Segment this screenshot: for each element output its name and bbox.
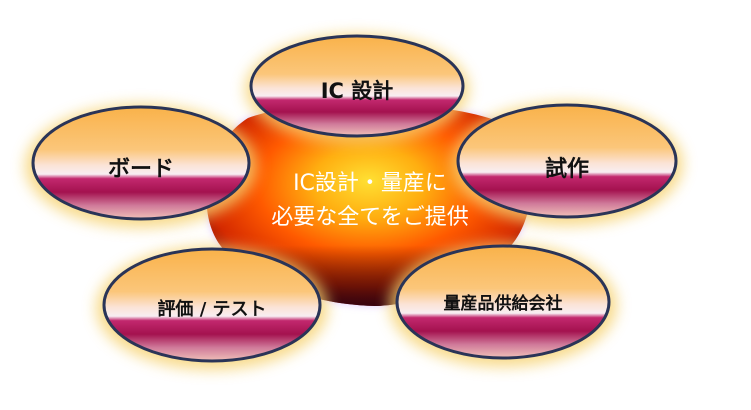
node-ic-design: IC 設計: [245, 34, 469, 144]
node-prototype-label: 試作: [545, 156, 589, 182]
node-mass-production-supplier-label: 量産品供給会社: [444, 293, 563, 314]
center-label-line-2: 必要な全てをご提供: [271, 205, 469, 230]
center-label: IC設計・量産に 必要な全てをご提供: [271, 171, 469, 230]
node-ic-design-label: IC 設計: [321, 79, 394, 103]
node-evaluation-test-label: 評価 / テスト: [157, 298, 266, 320]
center-label-line-1: IC設計・量産に: [293, 171, 447, 196]
node-mass-production-supplier: 量産品供給会社: [389, 243, 617, 367]
node-evaluation-test: 評価 / テスト: [96, 246, 328, 370]
node-board-label: ボード: [108, 157, 174, 182]
node-prototype: 試作: [451, 102, 683, 226]
node-board: ボード: [25, 104, 257, 228]
